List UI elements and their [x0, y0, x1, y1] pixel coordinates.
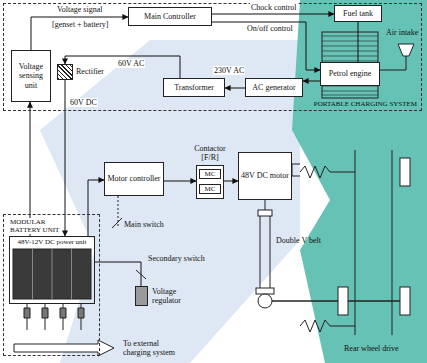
connector [65, 80, 66, 236]
coil-label: MC [199, 169, 221, 179]
node-label: Petrol engine [329, 69, 371, 78]
node-label: Transformer [174, 83, 214, 92]
suspension-spring [300, 320, 355, 332]
annotation-label: Double V belt [276, 236, 321, 245]
system-region: MODULAR BATTERY UNIT 48V-12V DC power uni… [3, 214, 100, 356]
process-box: 48V DC motor [238, 152, 292, 200]
node-label: MODULAR BATTERY UNIT [10, 218, 62, 234]
annotation-label: [genset + battery] [52, 20, 109, 29]
main-switch-symbol [112, 218, 122, 228]
wheel [400, 158, 410, 186]
air-intake-pipe [380, 56, 406, 70]
suspension-spring [300, 166, 355, 178]
watermark-band [292, 0, 427, 363]
node-label: Voltage sensing unit [14, 62, 48, 90]
system-region: PORTABLE CHARGING SYSTEM Main Controller F… [3, 3, 422, 111]
edge-label: 230V AC [213, 66, 245, 75]
spring-mount [292, 164, 300, 176]
terminal-wire [27, 304, 81, 330]
pulley [258, 210, 272, 216]
wheel [338, 287, 348, 315]
node-label: Voltage regulator [152, 287, 200, 305]
node-label: 48V DC motor [241, 171, 289, 180]
annotation-label: To external charging system [123, 339, 183, 357]
v-belt [260, 216, 270, 288]
connector [212, 22, 320, 70]
connector [224, 181, 238, 182]
process-box: 48V-12V DC power unit [9, 236, 95, 304]
process-box: Main Controller [128, 7, 212, 26]
annotation-label: Main switch [124, 220, 164, 229]
process-box: Fuel tank [334, 5, 382, 22]
process-box: Rectifier [57, 64, 73, 80]
annotation-label: Secondary switch [148, 254, 205, 263]
differential [258, 294, 272, 308]
coil-label: MC [199, 184, 221, 194]
node-label: Contactor [F/R] [190, 144, 230, 162]
battery-pack [13, 249, 91, 299]
hollow-arrow [14, 340, 114, 356]
edge-label: Voltage signal [56, 5, 103, 14]
node-label: Motor controller [107, 174, 160, 183]
edge-label: Chock control [250, 3, 298, 12]
connector [225, 88, 245, 89]
node-label: PORTABLE CHARGING SYSTEM [314, 100, 417, 108]
connector [164, 181, 196, 182]
process-box: Petrol engine [320, 62, 380, 86]
process-box: Voltage sensing unit [11, 50, 51, 102]
node-label: AC generator [252, 83, 295, 92]
pulley [256, 288, 274, 294]
battery-cells [33, 249, 72, 299]
connector [95, 262, 141, 286]
connector [212, 14, 334, 15]
connector [65, 56, 180, 78]
edge-label: 60V AC [117, 59, 145, 68]
edge-label: On/off control [246, 24, 294, 33]
connector [358, 22, 359, 62]
node-label: Rectifier [76, 67, 104, 76]
process-box: Contactor [F/R]MCMC [196, 165, 224, 199]
connector [30, 102, 31, 236]
process-box: Voltage regulator [135, 286, 148, 306]
annotation-label: Air intake [386, 28, 418, 37]
process-box: Transformer [163, 78, 225, 97]
battery-terminal [24, 308, 84, 318]
main-switch-wire [118, 196, 119, 228]
connector [31, 17, 128, 50]
connector [88, 180, 104, 236]
edge-label: 60V DC [69, 98, 98, 107]
connector [303, 81, 320, 82]
air-intake-symbol [398, 44, 414, 56]
wheel [400, 287, 410, 315]
node-label: Main Controller [144, 12, 196, 21]
process-box: Motor controller [104, 162, 164, 196]
annotation-label: Rear wheel drive [344, 344, 399, 353]
motor-shaft [265, 200, 266, 210]
node-label: Fuel tank [343, 9, 373, 18]
chassis-rail [355, 150, 392, 335]
process-box: AC generator [245, 78, 303, 97]
node-label: 48V-12V DC power unit [10, 238, 94, 246]
